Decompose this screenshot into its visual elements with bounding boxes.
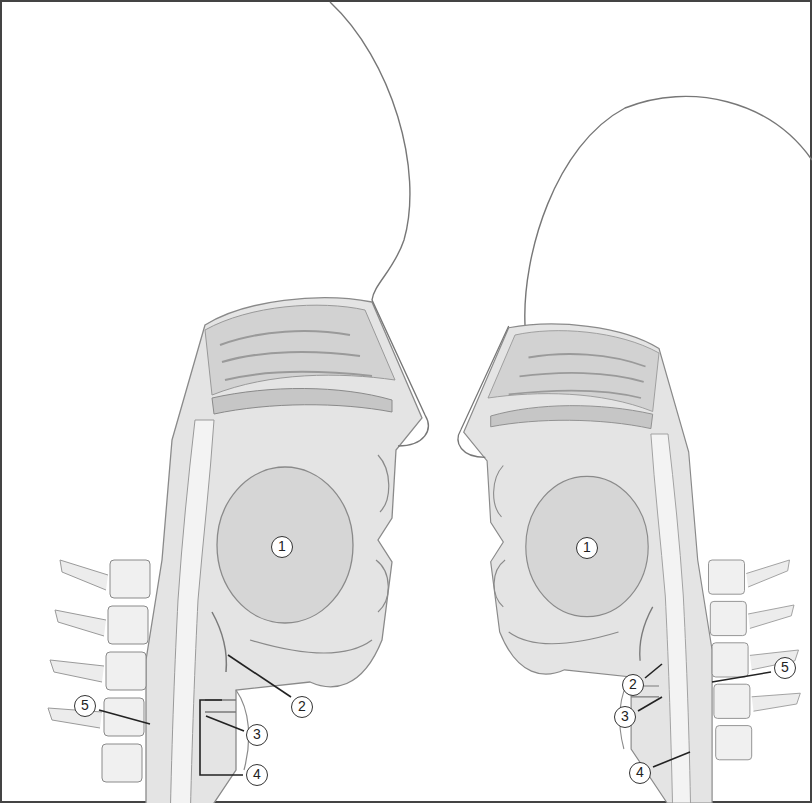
callout-number: 2 xyxy=(291,696,313,718)
callout-number: 4 xyxy=(246,764,268,786)
callout-number: 5 xyxy=(774,657,796,679)
callout-number: 3 xyxy=(614,706,636,728)
callout-number: 2 xyxy=(622,674,644,696)
leader-lines xyxy=(99,655,771,775)
callout-number: 4 xyxy=(629,762,651,784)
callout-number: 3 xyxy=(246,724,268,746)
callout-number: 1 xyxy=(271,536,293,558)
callout-number: 1 xyxy=(576,537,598,559)
callout-number: 5 xyxy=(74,695,96,717)
